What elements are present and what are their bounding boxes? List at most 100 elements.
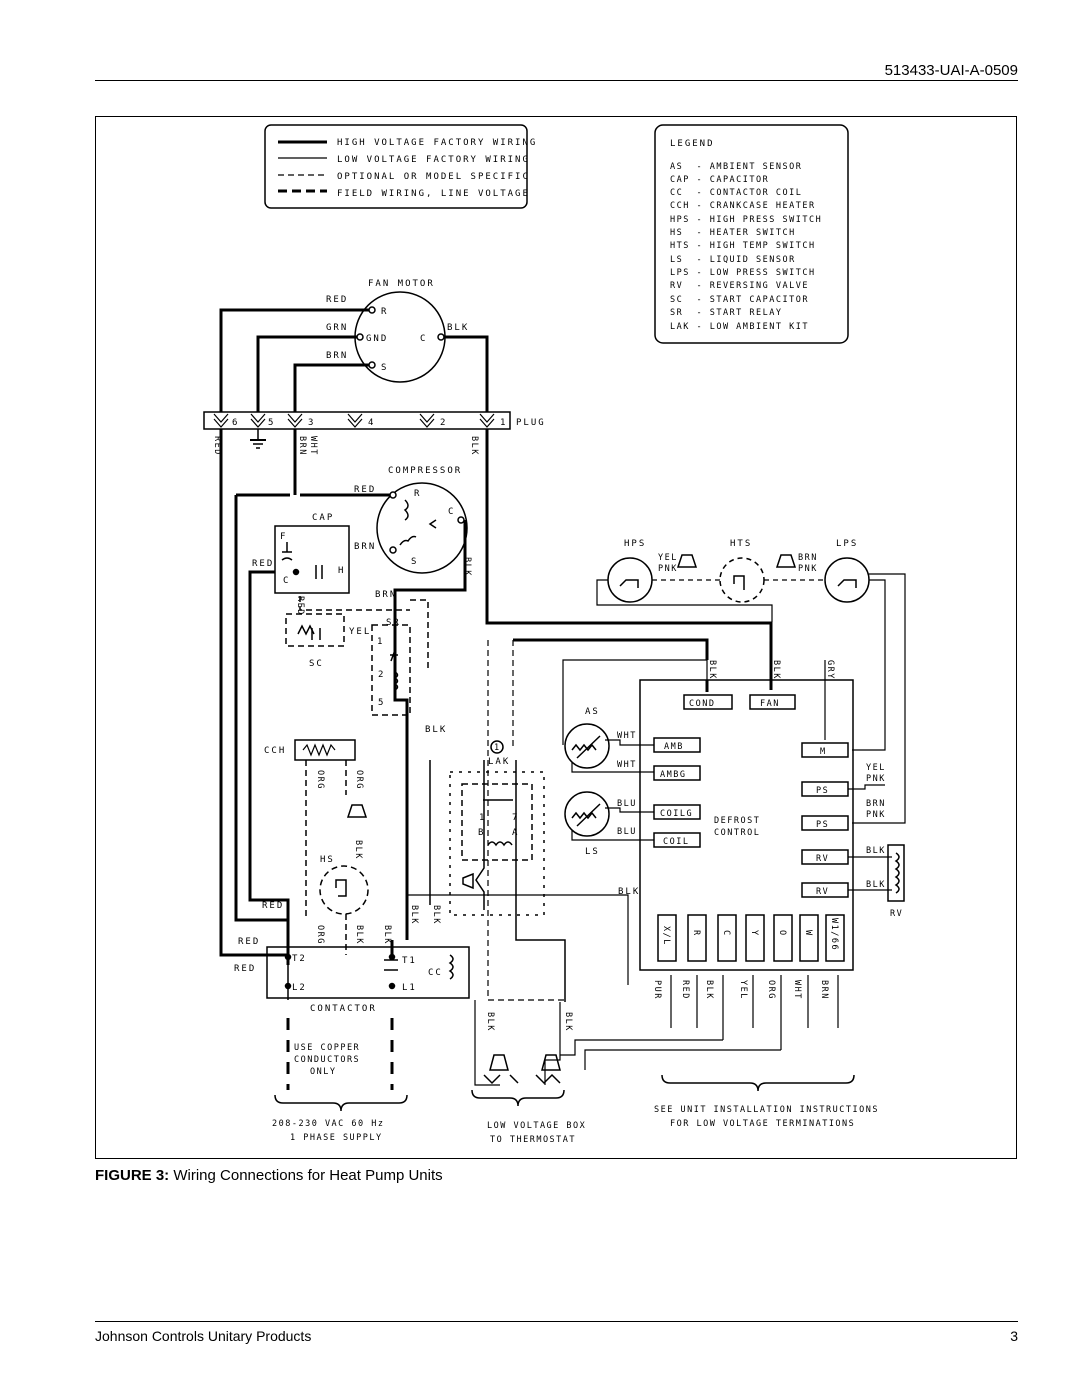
- terminal-o: O: [777, 930, 787, 937]
- supply-note-1: 208-230 VAC 60 Hz: [272, 1119, 385, 1129]
- terminal-xl: X/L: [661, 926, 671, 946]
- amb-terminal: AMB: [664, 742, 684, 752]
- contactor-blk-1: BLK: [354, 925, 364, 945]
- as-wht-2: WHT: [617, 760, 637, 770]
- fan-gnd-label: GND: [366, 334, 388, 344]
- lak-pin-a: A: [512, 828, 519, 838]
- fan-motor: FAN MOTOR RED GRN BRN BLK R GND C S: [219, 279, 489, 412]
- plug-pin: 6: [232, 418, 239, 428]
- terminal-w1: W1/66: [829, 918, 839, 951]
- crankcase-heater: CCH ORG ORG HS BLK: [264, 739, 369, 955]
- hs-blk-label: BLK: [353, 840, 363, 860]
- lps-pnk: PNK: [798, 564, 818, 574]
- cap-red-label: RED: [252, 559, 274, 569]
- fan-brn-label: BRN: [326, 351, 348, 361]
- start-yel-label: YEL: [349, 627, 371, 637]
- contactor-cc: CC: [428, 968, 443, 978]
- contactor-title: CONTACTOR: [310, 1004, 377, 1014]
- rv-terminal-2: RV: [816, 887, 829, 897]
- fan-r-label: R: [381, 307, 388, 317]
- plug-pin: 1: [500, 418, 507, 428]
- header-rule: [95, 80, 1018, 81]
- defrost-control: COND FAN BLK BLK GRY AMB AMBG COILG COIL…: [407, 638, 905, 1129]
- fan-motor-title: FAN MOTOR: [368, 279, 435, 289]
- cch-org-label-2: ORG: [354, 770, 364, 790]
- start-brn-label: BRN: [375, 590, 397, 600]
- ps-terminal-2: PS: [816, 820, 829, 830]
- install-note-2: FOR LOW VOLTAGE TERMINATIONS: [670, 1119, 855, 1129]
- control-title-1: DEFROST: [714, 816, 760, 826]
- as-label: AS: [585, 707, 600, 717]
- comp-red-label: RED: [354, 485, 376, 495]
- ps-terminal-1: PS: [816, 786, 829, 796]
- plug-wire-red: RED: [212, 436, 222, 456]
- plug-pin: 4: [368, 418, 375, 428]
- figure-label: FIGURE 3:: [95, 1167, 170, 1184]
- legend-item: CC - CONTACTOR COIL: [670, 188, 802, 198]
- plug-wire-wht: WHT: [308, 436, 318, 456]
- gry-label: GRY: [825, 660, 835, 680]
- copper-note-1: USE COPPER: [294, 1043, 360, 1053]
- fan-c-label: C: [420, 334, 427, 344]
- fan-s-label: S: [381, 363, 388, 373]
- legend-item: HTS - HIGH TEMP SWITCH: [670, 241, 816, 251]
- lak-pin-b: B: [478, 828, 485, 838]
- plug-pin: 5: [268, 418, 275, 428]
- ls-blu-2: BLU: [617, 827, 637, 837]
- copper-note-2: CONDUCTORS: [294, 1055, 360, 1065]
- cap-title: CAP: [312, 513, 334, 523]
- terminal-w: W: [803, 930, 813, 937]
- contactor-red-3: RED: [234, 964, 256, 974]
- legend-item: RV - REVERSING VALVE: [670, 281, 809, 291]
- comp-s-label: S: [411, 557, 418, 567]
- sr-pin-1: 1: [377, 637, 384, 647]
- install-note-1: SEE UNIT INSTALLATION INSTRUCTIONS: [654, 1105, 879, 1115]
- contactor-t1: T1: [402, 956, 417, 966]
- legend-item: SR - START RELAY: [670, 308, 783, 318]
- ps-yel: YEL: [866, 763, 886, 773]
- wire-blk: BLK: [704, 980, 714, 1000]
- sc-label: SC: [309, 659, 324, 669]
- legend-item: AS - AMBIENT SENSOR: [670, 162, 802, 172]
- ps-brn: BRN: [866, 799, 886, 809]
- start-blk-label: BLK: [425, 725, 447, 735]
- compressor: COMPRESSOR RED BRN BLK R C S: [354, 466, 472, 577]
- cap-c-label: C: [283, 576, 290, 586]
- rv-blk-2: BLK: [866, 880, 886, 890]
- lak-title: LAK: [488, 757, 510, 767]
- legend-item: LS - LIQUID SENSOR: [670, 255, 796, 265]
- lps-brn: BRN: [798, 553, 818, 563]
- cch-label: CCH: [264, 746, 286, 756]
- wire-red: RED: [680, 980, 690, 1000]
- hps-yel: YEL: [658, 553, 678, 563]
- key-optional: OPTIONAL OR MODEL SPECIFIC: [337, 172, 530, 182]
- hps-pnk: PNK: [658, 564, 678, 574]
- contactor-blk-4: BLK: [431, 905, 441, 925]
- contactor-red-1: RED: [262, 901, 284, 911]
- page-number: 3: [1010, 1328, 1018, 1344]
- plug-label: PLUG: [516, 418, 546, 428]
- fan-grn-label: GRN: [326, 323, 348, 333]
- hs-label: HS: [320, 855, 335, 865]
- ps-pnk-1: PNK: [866, 774, 886, 784]
- ls-blu-1: BLU: [617, 799, 637, 809]
- legend-item: LPS - LOW PRESS SWITCH: [670, 268, 816, 278]
- sr-pin-5: 5: [378, 698, 385, 708]
- footer-rule: [95, 1321, 1018, 1322]
- key-field-wiring: FIELD WIRING, LINE VOLTAGE: [337, 189, 530, 199]
- start-kit: RED BRN YEL SR SC 1 2 5 BLK: [285, 590, 447, 735]
- contactor-t2: T2: [292, 954, 307, 964]
- wire-org: ORG: [766, 980, 776, 1000]
- hps-label: HPS: [624, 539, 646, 549]
- cap-h-label: H: [338, 566, 345, 576]
- fan-red-label: RED: [326, 295, 348, 305]
- high-voltage-wires: [219, 429, 773, 965]
- contactor-l2: L2: [292, 983, 307, 993]
- compressor-title: COMPRESSOR: [388, 466, 462, 476]
- legend-item: CAP - CAPACITOR: [670, 175, 769, 185]
- terminal-r: R: [691, 930, 701, 937]
- ls-label: LS: [585, 847, 600, 857]
- lv-blk-1: BLK: [485, 1012, 495, 1032]
- lv-box-note-1: LOW VOLTAGE BOX: [487, 1121, 586, 1131]
- copper-note-3: ONLY: [310, 1067, 336, 1077]
